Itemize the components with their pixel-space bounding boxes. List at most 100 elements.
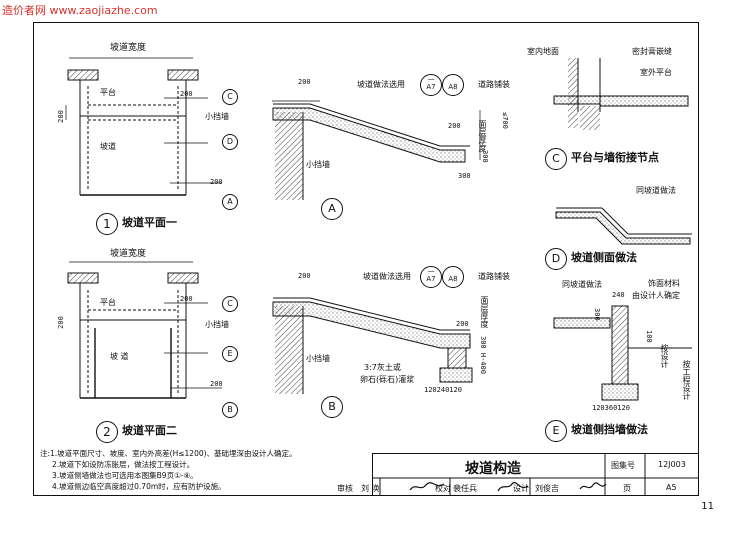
section-a-method-label: 坡道做法选用 [357, 80, 405, 89]
section-a-drawing [272, 100, 481, 200]
atlas-label: 图集号 [611, 461, 635, 470]
plan1-caption-number: 1 [96, 213, 118, 235]
plan2-marker-c: C [222, 296, 238, 312]
plan2-width-label: 坡道宽度 [110, 249, 147, 259]
section-b-ref-a8: A8 [448, 275, 458, 283]
section-b-paving-label: 道路铺装 [478, 272, 510, 281]
section-b-ref-top: — [427, 267, 435, 275]
title-block-title: 坡道构造 [465, 461, 521, 477]
section-a-ref-a7-circle: — A7 [420, 74, 442, 96]
design-name: 刘俊吉 [535, 484, 559, 493]
check-signature [497, 482, 529, 492]
section-a-dim-300h: 300 [458, 172, 471, 180]
section-a-ref-a8: A8 [448, 83, 458, 91]
review-label: 审核 [337, 484, 353, 493]
plan1-ramp-label: 坡道 [100, 142, 116, 151]
check-name: 裴任兵 [453, 484, 477, 493]
title-block: 坡道构造 图集号 12J003 审核 刘 涣 校对 裴任兵 设计 刘俊吉 页 A… [337, 453, 699, 496]
notes-head: 注: [40, 449, 51, 458]
design-signature [579, 482, 607, 490]
notes-line-1: 注:1.坡道平面尺寸、坡度、室内外高差(H≤1200)、基础埋深由设计人确定。 [40, 448, 297, 459]
section-b-marker: B [321, 396, 343, 418]
plan2-dim-200b: 200 [180, 295, 193, 303]
section-b-ref-a7: A7 [426, 275, 436, 283]
section-a-surface-thickness: 面层厚度 [478, 120, 487, 152]
detail-e-dim-240: 240 [612, 291, 625, 299]
plan2-marker-e: E [222, 346, 238, 362]
section-b-method-label: 坡道做法选用 [363, 272, 411, 281]
design-label: 设计 [513, 484, 529, 493]
detail-e-by-engineering: 按工程设计 [682, 360, 691, 400]
watermark-text: 造价者网 www.zaojiazhe.com [2, 4, 158, 17]
detail-c-outdoor-platform: 室外平台 [640, 68, 672, 77]
note-1: 1.坡道平面尺寸、坡度、室内外高差(H≤1200)、基础埋深由设计人确定。 [50, 449, 297, 458]
detail-c-drawing [553, 58, 689, 130]
notes-block: 注:1.坡道平面尺寸、坡度、室内外高差(H≤1200)、基础埋深由设计人确定。 … [40, 448, 297, 492]
plan1-marker-c: C [222, 89, 238, 105]
drawing-frame [33, 22, 699, 496]
detail-e-dim-300: 300 [593, 308, 601, 321]
section-a-ref-group: — A7 A8 [420, 74, 464, 96]
detail-e-marker: E [545, 420, 567, 442]
plan2-drawing [67, 261, 222, 399]
plan1-marker-a: A [222, 194, 238, 210]
section-b-dim-bottom: 120240120 [424, 386, 462, 394]
note-2: 2.坡道下如设防冻胀层，做法按工程设计。 [52, 460, 195, 469]
check-label: 校对 [435, 484, 451, 493]
detail-d-marker: D [545, 248, 567, 270]
detail-e-dim-100: 100 [645, 330, 653, 343]
atlas-value: 12J003 [658, 460, 686, 469]
section-b-fill-line1: 3:7灰土或 [364, 363, 401, 372]
section-a-small-wall: 小挡墙 [306, 160, 330, 169]
section-a-ref-a8-circle: A8 [442, 74, 464, 96]
detail-d-drawing [555, 207, 692, 245]
section-a-ref-top: — [427, 75, 435, 83]
plan2-ramp-label: 坡 道 [110, 352, 129, 361]
plan2-caption-number: 2 [96, 421, 118, 443]
section-b-dim-200-top: 200 [298, 272, 311, 280]
plan2-dim-200a: 200 [56, 316, 65, 329]
detail-c-indoor-floor: 室内地面 [527, 47, 559, 56]
detail-d-caption: 坡道侧面做法 [571, 251, 637, 264]
detail-e-dim-bottom: 120360120 [592, 404, 630, 412]
detail-e-finish-material: 饰面材料 [648, 279, 680, 288]
plan1-platform-label: 平台 [100, 88, 116, 97]
plan2-platform-label: 平台 [100, 298, 116, 307]
title-block-lines [372, 453, 698, 496]
plan1-width-label: 坡道宽度 [110, 43, 147, 53]
note-3: 3.坡道侧墙做法也可选用本图集B9页①-⑧。 [52, 471, 198, 480]
plan1-caption: 坡道平面一 [122, 216, 177, 229]
detail-c-sealant: 密封膏嵌缝 [632, 47, 672, 56]
section-b-fill-line2: 卵石(砾石)灌浆 [360, 375, 415, 384]
section-a-ref-a7: A7 [426, 83, 436, 91]
page-number: 11 [701, 501, 714, 512]
plan1-dim-200c: 200 [210, 178, 223, 186]
detail-e-caption: 坡道侧挡墙做法 [571, 423, 648, 436]
page-value: A5 [666, 483, 677, 492]
section-b-dim-200: 200 [456, 320, 469, 328]
section-b-surface-thickness: 面层厚度 [480, 296, 489, 328]
section-b-small-wall: 小挡墙 [306, 354, 330, 363]
detail-e-same-as-ramp: 同坡道做法 [562, 280, 602, 289]
detail-e-drawing [553, 305, 692, 401]
plan1-small-wall-label: 小挡墙 [205, 112, 229, 121]
section-a-dim-700: ≤700 [501, 112, 509, 129]
section-a-paving-label: 道路铺装 [478, 80, 510, 89]
plan1-drawing [65, 57, 222, 196]
note-4: 4.坡道侧边临空高度超过0.70m时，应有防护设施。 [52, 482, 226, 491]
plan2-marker-b: B [222, 402, 238, 418]
section-b-dim-h400: 300 H-400 [479, 336, 487, 374]
section-a-marker: A [321, 198, 343, 220]
detail-c-caption: 平台与墙衔接节点 [571, 151, 659, 164]
section-b-drawing [272, 297, 473, 394]
section-a-dim-200: 200 [448, 122, 461, 130]
section-a-dim-300v: 300 [481, 150, 489, 163]
detail-d-same-as-ramp: 同坡道做法 [636, 186, 676, 195]
section-b-ref-a8-circle: A8 [442, 266, 464, 288]
plan1-dim-200a: 200 [56, 110, 65, 123]
detail-c-marker: C [545, 148, 567, 170]
detail-e-per-design: 按设计 [660, 344, 669, 368]
plan2-caption: 坡道平面二 [122, 424, 177, 437]
plan2-small-wall-label: 小挡墙 [205, 320, 229, 329]
